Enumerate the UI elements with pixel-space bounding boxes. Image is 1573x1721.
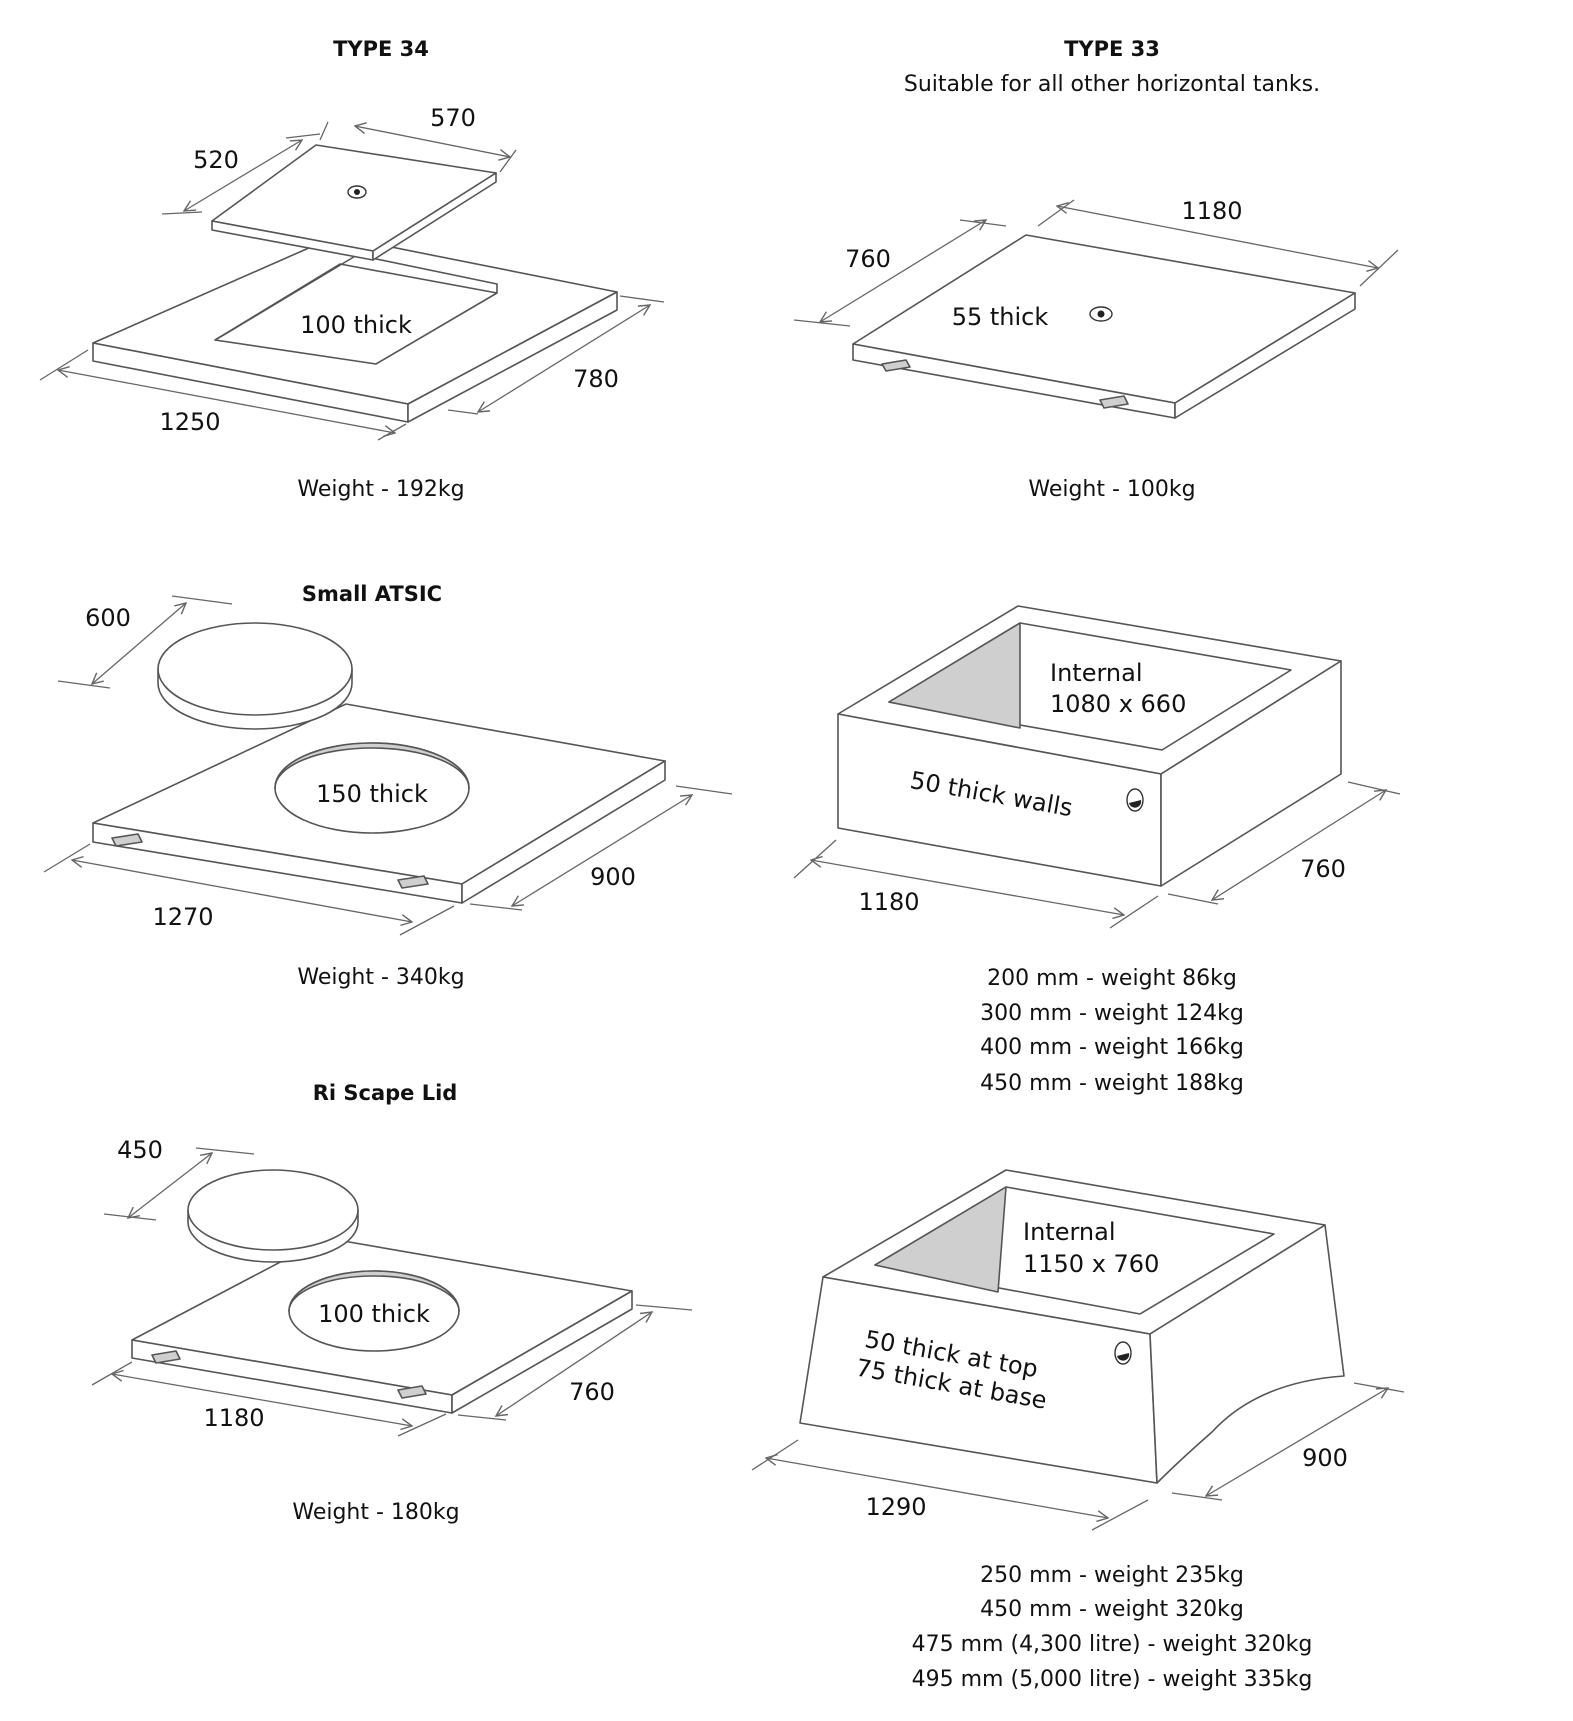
type34-dim-570: 570: [319, 104, 517, 173]
riser-large-weight-3: 495 mm (5,000 litre) - weight 335kg: [912, 1667, 1313, 1692]
small-atsic-dim-900-label: 900: [590, 863, 636, 891]
ri-scape-lid: [187, 1169, 359, 1263]
ri-scape-dim-1180-label: 1180: [203, 1404, 264, 1432]
ri-scape-title: Ri Scape Lid: [313, 1081, 458, 1105]
small-atsic-lid: [157, 622, 353, 730]
type34-dim-1250-label: 1250: [159, 408, 220, 436]
type34-dim-520: 520: [161, 133, 321, 215]
riser-small-weight-3: 450 mm - weight 188kg: [980, 1071, 1244, 1096]
riser-large-weights: 250 mm - weight 235kg 450 mm - weight 32…: [912, 1563, 1313, 1692]
type34-lid: [211, 144, 497, 261]
small-atsic-dim-600: 600: [57, 595, 233, 689]
ri-scape-thickness-label: 100 thick: [318, 1300, 430, 1328]
ri-scape-lifting-lug-left: [151, 1350, 181, 1364]
riser-large-dim-1290: 1290: [751, 1439, 1149, 1531]
type34-dim-1250: 1250: [39, 349, 407, 441]
type33-subtitle: Suitable for all other horizontal tanks.: [904, 72, 1320, 97]
type33-thickness-label: 55 thick: [952, 303, 1049, 331]
riser-large-box: [799, 1169, 1345, 1484]
riser-small-diagram: 1180 760 Internal 1080 x 660 50 thick wa…: [793, 605, 1401, 1096]
type33-dim-1180-label: 1180: [1181, 197, 1242, 225]
riser-small-dim-1180: 1180: [793, 839, 1159, 929]
ri-scape-dim-450: 450: [103, 1136, 255, 1221]
type33-title: TYPE 33: [1064, 37, 1160, 61]
type34-dim-520-label: 520: [193, 146, 239, 174]
type33-dim-760-label: 760: [845, 245, 891, 273]
lifting-eye-icon: [1089, 306, 1113, 322]
type34-title: TYPE 34: [333, 37, 429, 61]
type33-lifting-lug-left: [881, 359, 911, 372]
riser-small-dim-760: 760: [1167, 781, 1401, 905]
type34-dim-570-label: 570: [430, 104, 476, 132]
riser-small-weights: 200 mm - weight 86kg 300 mm - weight 124…: [980, 966, 1244, 1096]
small-atsic-dim-1270-label: 1270: [152, 903, 213, 931]
riser-small-weight-0: 200 mm - weight 86kg: [987, 966, 1237, 991]
lifting-eye-icon: [347, 185, 367, 199]
small-atsic-weight: Weight - 340kg: [297, 965, 464, 990]
riser-small-weight-2: 400 mm - weight 166kg: [980, 1035, 1244, 1060]
riser-small-box: [837, 605, 1342, 887]
type33-lifting-lug-right: [1099, 395, 1129, 409]
riser-large-dim-1290-label: 1290: [865, 1493, 926, 1521]
lifting-eye-icon: [1126, 788, 1144, 812]
type34-weight: Weight - 192kg: [297, 477, 464, 502]
type34-dim-780: 780: [447, 295, 665, 415]
ri-scape-dim-450-label: 450: [117, 1136, 163, 1164]
small-atsic-title: Small ATSIC: [302, 582, 442, 606]
riser-large-internal-label-2: 1150 x 760: [1023, 1250, 1159, 1278]
riser-small-internal-label-1: Internal: [1050, 659, 1143, 687]
type33-dim-1180: 1180: [1037, 197, 1399, 287]
ri-scape-diagram: Ri Scape Lid 450: [91, 1081, 693, 1525]
small-atsic-dim-1270: 1270: [43, 843, 455, 936]
type34-dim-780-label: 780: [573, 365, 619, 393]
small-atsic-dim-900: 900: [469, 785, 733, 911]
riser-small-dim-760-label: 760: [1300, 855, 1346, 883]
type33-dim-760: 760: [793, 220, 1007, 327]
type34-diagram: TYPE 34 520 570: [39, 37, 665, 502]
riser-large-weight-0: 250 mm - weight 235kg: [980, 1563, 1244, 1588]
riser-small-internal-label-2: 1080 x 660: [1050, 690, 1186, 718]
riser-large-diagram: 1290 900 Internal 1150 x 760 50 thick at…: [751, 1169, 1405, 1692]
riser-large-dim-900-label: 900: [1302, 1444, 1348, 1472]
type33-slab: [852, 234, 1356, 419]
type33-diagram: TYPE 33 Suitable for all other horizonta…: [793, 37, 1399, 502]
riser-small-dim-1180-label: 1180: [858, 888, 919, 916]
ri-scape-weight: Weight - 180kg: [292, 1500, 459, 1525]
type34-thickness-label: 100 thick: [300, 311, 412, 339]
riser-large-internal-label-1: Internal: [1023, 1218, 1116, 1246]
ri-scape-dim-1180: 1180: [91, 1361, 447, 1437]
riser-large-weight-2: 475 mm (4,300 litre) - weight 320kg: [912, 1632, 1313, 1657]
small-atsic-lifting-lug-left: [111, 833, 143, 847]
small-atsic-diagram: Small ATSIC 600: [43, 582, 733, 990]
riser-large-weight-1: 450 mm - weight 320kg: [980, 1597, 1244, 1622]
lifting-eye-icon: [1114, 1341, 1132, 1365]
type33-weight: Weight - 100kg: [1028, 477, 1195, 502]
riser-large-dim-900: 900: [1171, 1382, 1405, 1501]
small-atsic-thickness-label: 150 thick: [316, 780, 428, 808]
ri-scape-dim-760: 760: [457, 1304, 693, 1421]
riser-small-weight-1: 300 mm - weight 124kg: [980, 1001, 1244, 1026]
small-atsic-dim-600-label: 600: [85, 604, 131, 632]
ri-scape-dim-760-label: 760: [569, 1378, 615, 1406]
